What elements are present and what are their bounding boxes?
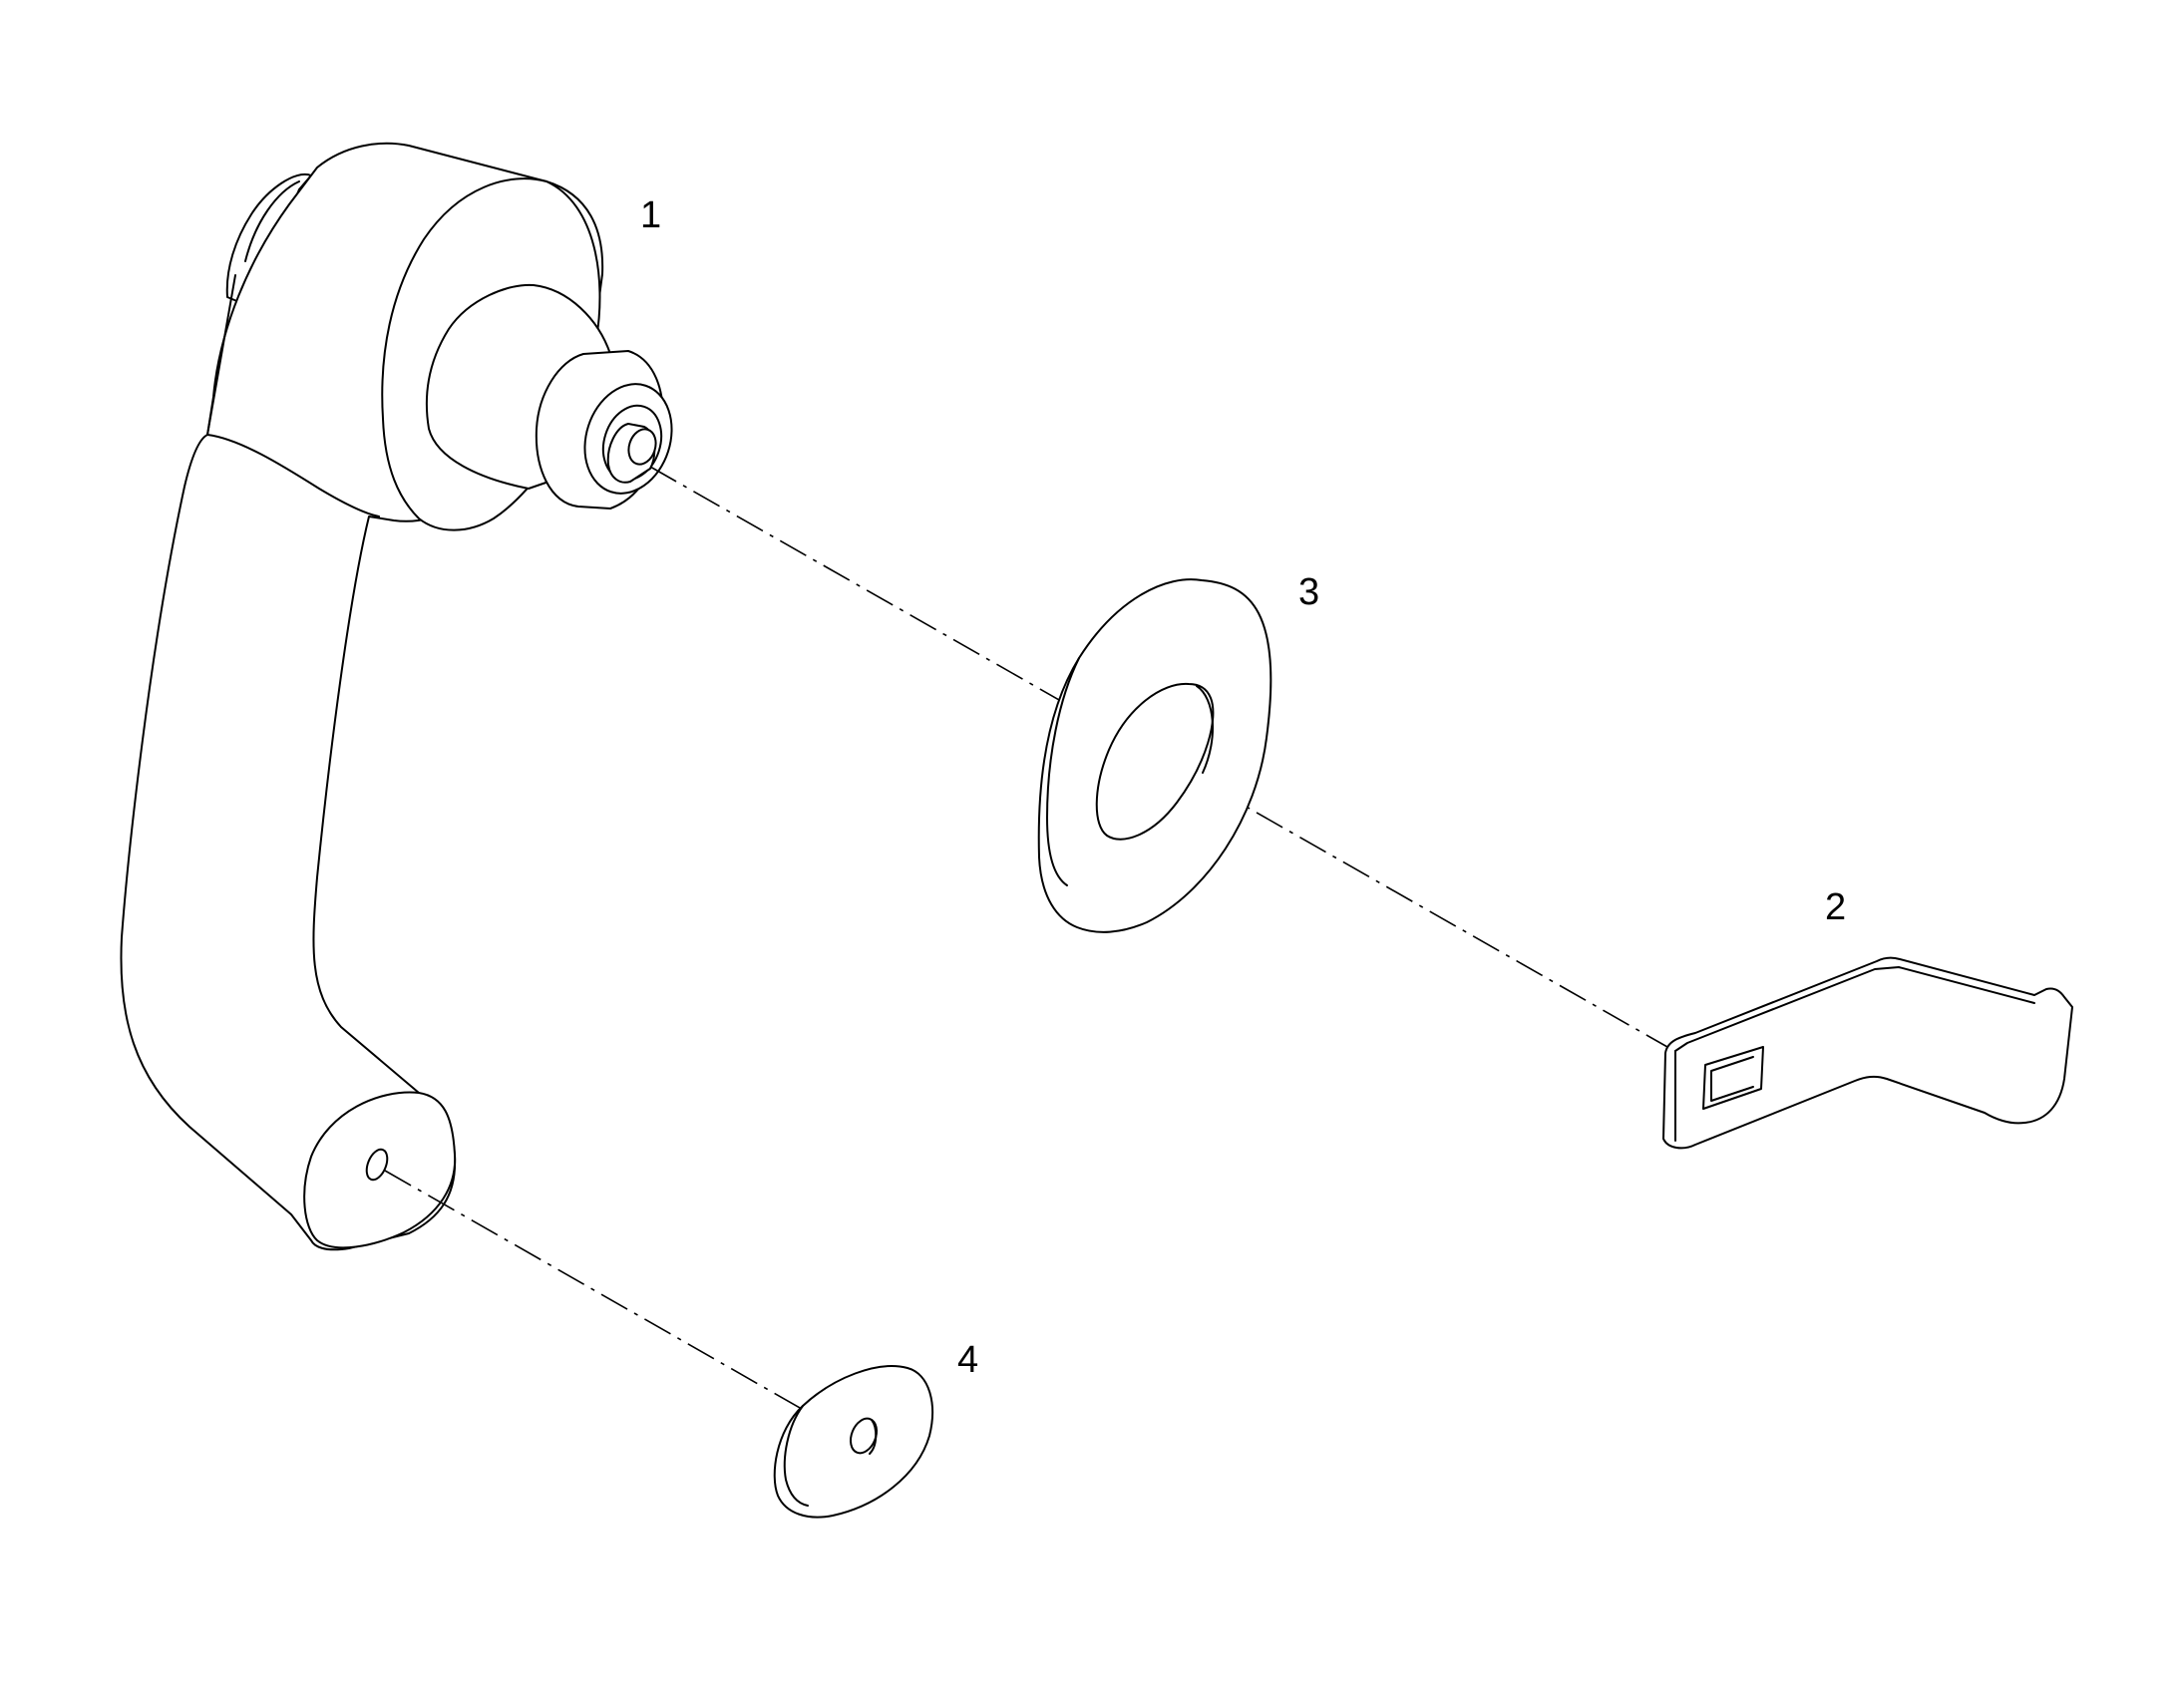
cam-lever-body [1662, 956, 2073, 1150]
part-3-washer [1037, 578, 1272, 933]
part-2-cam-lever [1662, 956, 2073, 1150]
cam-lever-square-hole [1702, 1046, 1764, 1110]
callout-3: 3 [1298, 571, 1319, 613]
cap-thickness-edge [783, 1405, 809, 1507]
cam-lever-square-hole-inner [1710, 1056, 1754, 1102]
handle-foot-hole [365, 1148, 389, 1182]
cap-hole-edge [869, 1419, 878, 1455]
cam-lever-top-edge [1674, 966, 2035, 1052]
washer-hole-edge [1196, 685, 1214, 774]
assembly-axis-upper [649, 466, 1668, 1048]
handle-rear-boss-ring [244, 180, 300, 262]
washer-hole [1095, 682, 1215, 841]
handle-head-face-edge [206, 274, 236, 436]
part-1-handle [120, 142, 673, 1251]
callout-2: 2 [1825, 886, 1846, 928]
washer-thickness-edge [1046, 657, 1080, 886]
assembly-axis-lower [384, 1170, 857, 1441]
handle-shaft-pin-end [627, 428, 657, 466]
callout-4: 4 [957, 1339, 978, 1381]
part-4-cap [773, 1365, 933, 1519]
callout-1: 1 [640, 194, 661, 236]
handle-head-contour [206, 434, 380, 517]
